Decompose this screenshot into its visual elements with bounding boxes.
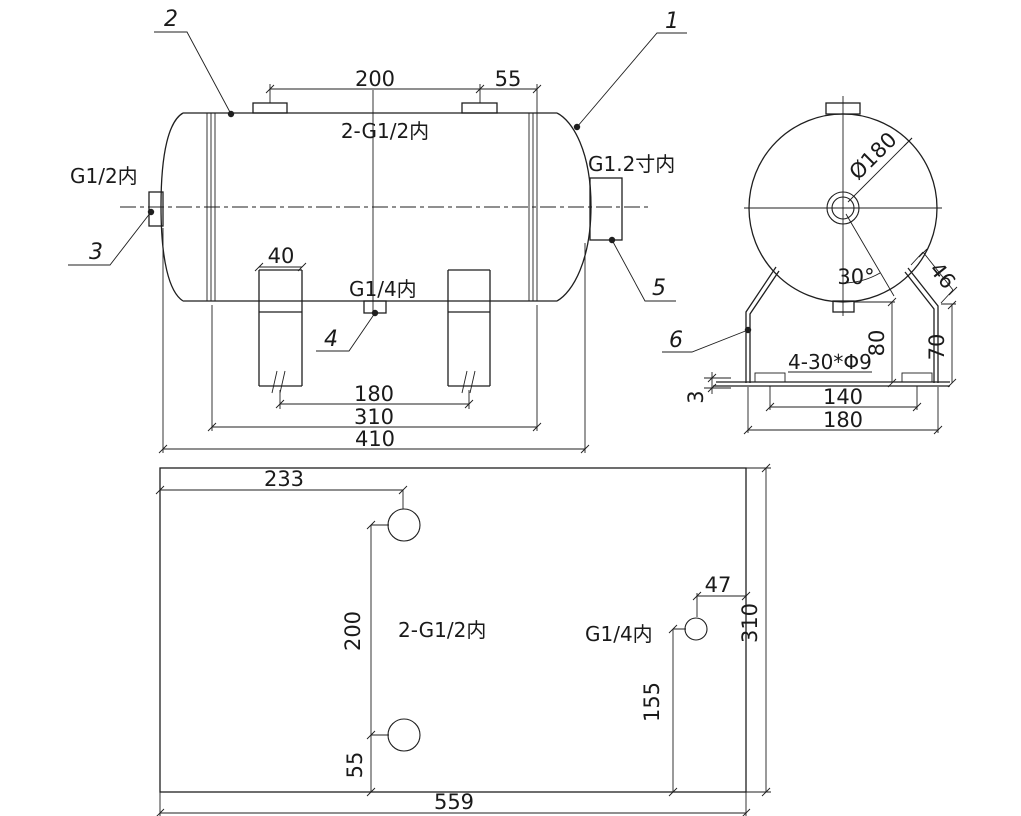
port-hole-bottom xyxy=(387,718,421,752)
dim-base-180: 180 xyxy=(823,408,863,432)
dim-200: 200 xyxy=(341,611,365,651)
label-right-port: G1.2寸内 xyxy=(588,152,675,176)
label-drain-port: G1/4内 xyxy=(585,622,653,646)
label-top-ports: 2-G1/2内 xyxy=(398,618,486,642)
dim-55: 55 xyxy=(495,67,522,91)
callout-1: 1 xyxy=(665,9,679,34)
end-centerlines xyxy=(744,96,942,316)
leader-dot-1 xyxy=(573,123,581,131)
leader-dot-4 xyxy=(371,309,379,317)
dim-47: 47 xyxy=(705,573,732,597)
callout-leader-lines xyxy=(68,31,687,352)
support-legs xyxy=(258,269,491,387)
dim-200: 200 xyxy=(355,67,395,91)
dim-310: 310 xyxy=(738,603,762,643)
leader-dot-5 xyxy=(608,236,616,244)
dim-310: 310 xyxy=(354,405,394,429)
leg-break-marks xyxy=(271,370,476,394)
bottom-plate-outline xyxy=(159,467,747,793)
dim-40: 40 xyxy=(268,244,295,268)
top-nozzle-right xyxy=(461,102,498,114)
callout-3: 3 xyxy=(89,240,103,265)
end-bottom-fitting xyxy=(832,300,855,313)
leader-dot-6 xyxy=(744,326,752,334)
dim-46: 46 xyxy=(925,258,960,294)
dim-155: 155 xyxy=(640,682,664,722)
dim-70: 70 xyxy=(925,334,949,361)
dim-559: 559 xyxy=(434,790,474,814)
label-bolt-slots: 4-30*Φ9 xyxy=(788,350,872,374)
dim-140: 140 xyxy=(823,385,863,409)
label-left-port: G1/2内 xyxy=(70,164,138,188)
right-end-fitting xyxy=(589,177,623,241)
left-end-fitting xyxy=(148,191,164,227)
bolt-slot-right xyxy=(901,372,933,383)
drain-hole xyxy=(684,617,708,641)
leader-dot-3 xyxy=(147,208,155,216)
dim-angle: 30° xyxy=(837,265,874,289)
port-hole-top xyxy=(387,508,421,542)
dim-233: 233 xyxy=(264,467,304,491)
bottom-dimension-lines xyxy=(159,467,771,816)
leader-dot-2 xyxy=(227,110,235,118)
callout-2: 2 xyxy=(164,7,178,32)
callout-6: 6 xyxy=(669,328,683,353)
dim-55: 55 xyxy=(343,752,367,779)
saddle-stand xyxy=(713,266,950,387)
callout-4: 4 xyxy=(324,327,338,352)
top-nozzle-left xyxy=(252,102,288,114)
side-dimension-lines xyxy=(162,84,586,453)
callout-6-leader xyxy=(662,329,749,353)
end-dimension-lines xyxy=(704,137,956,433)
dim-180: 180 xyxy=(354,382,394,406)
dim-3: 3 xyxy=(684,390,708,403)
dim-diameter: Ø180 xyxy=(845,128,902,185)
callout-5: 5 xyxy=(652,276,666,301)
dim-410: 410 xyxy=(355,427,395,451)
dim-80: 80 xyxy=(865,330,889,357)
dimension-tick-marks xyxy=(155,84,958,816)
bottom-view: 233 200 55 2-G1/2内 G1/4内 47 155 310 559 xyxy=(159,467,771,816)
end-view: Ø180 30° 46 80 70 3 4-30*Φ9 140 180 6 xyxy=(662,96,960,433)
bolt-slot-left xyxy=(754,372,786,383)
side-view: 200 55 2-G1/2内 G1/2内 G1.2寸内 G1/4内 40 180… xyxy=(68,7,687,453)
label-drain-port: G1/4内 xyxy=(349,277,417,301)
label-top-ports: 2-G1/2内 xyxy=(341,119,429,143)
